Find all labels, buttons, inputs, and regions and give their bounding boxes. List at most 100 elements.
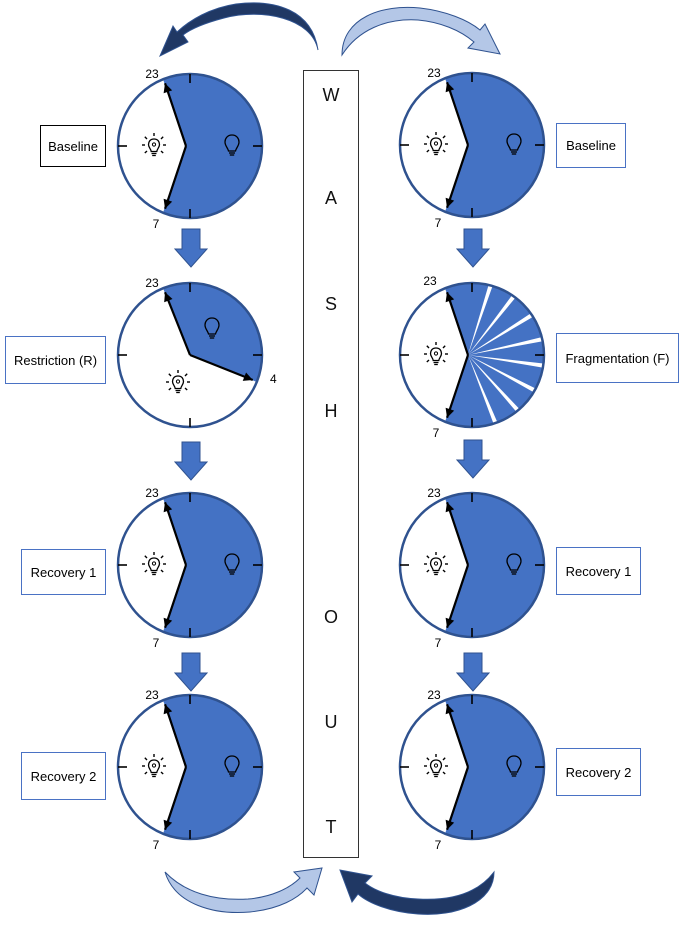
sleep-period xyxy=(445,72,544,217)
label-recovery1-left: Recovery 1 xyxy=(21,549,106,595)
label-recovery2-left: Recovery 2 xyxy=(21,752,106,800)
clock-hand xyxy=(163,501,188,566)
curved-arrow-top-right xyxy=(341,6,501,57)
label-recovery2-right: Recovery 2 xyxy=(556,748,641,796)
hand-arrowhead xyxy=(164,292,173,303)
sleep-period xyxy=(445,493,544,637)
hand-arrowhead xyxy=(445,819,455,830)
sleep-period xyxy=(445,695,544,839)
down-block-arrow xyxy=(173,441,209,481)
clock-label-7: 7 xyxy=(435,216,442,230)
down-block-arrow xyxy=(173,228,209,268)
wake-interruption xyxy=(468,336,545,355)
label-text: Restriction (R) xyxy=(13,352,98,368)
clock-hand xyxy=(445,703,470,768)
clock-normal: 23 7 xyxy=(398,66,546,230)
wake-interruption xyxy=(468,311,536,355)
clock-label-23: 23 xyxy=(427,66,441,80)
hand-arrowhead xyxy=(163,198,173,209)
sleep-period xyxy=(163,74,262,218)
washout-letter: A xyxy=(324,188,337,208)
clock-label-7: 7 xyxy=(153,636,160,650)
clock-normal: 23 7 xyxy=(116,486,264,650)
label-text: Baseline xyxy=(48,138,98,154)
sleep-period xyxy=(445,283,544,427)
clock-normal: 23 7 xyxy=(398,486,546,650)
curved-arrow-bottom-right xyxy=(339,869,495,915)
clock-hand xyxy=(445,564,470,629)
clock-hand xyxy=(445,354,470,419)
clock-hand xyxy=(163,564,188,629)
clock-hand xyxy=(445,501,470,566)
clock-label-4: 4 xyxy=(270,372,277,386)
clock-hand xyxy=(163,82,188,147)
clock-fragmentation: 23 7 xyxy=(398,274,546,440)
clock-normal: 23 7 xyxy=(116,688,264,852)
wake-interruption xyxy=(468,355,538,394)
clock-label-23: 23 xyxy=(145,67,159,81)
clock-label-7: 7 xyxy=(153,838,160,852)
curved-arrow-top-left xyxy=(158,2,319,58)
clock-label-7: 7 xyxy=(435,636,442,650)
washout-bar: W A S H O U T xyxy=(303,70,359,858)
clock-normal: 23 7 xyxy=(398,688,546,852)
down-block-arrow xyxy=(455,228,491,268)
down-block-arrow xyxy=(455,652,491,692)
clock-hand xyxy=(163,766,188,831)
clock-restriction: 23 4 xyxy=(116,276,277,429)
washout-letter: W xyxy=(322,85,340,105)
sleep-period xyxy=(163,493,262,637)
clock-label-23: 23 xyxy=(145,688,159,702)
hand-arrowhead xyxy=(163,502,173,513)
clock-normal: 23 7 xyxy=(116,67,264,231)
wake-interruption xyxy=(468,355,500,429)
wake-interruption xyxy=(468,280,495,355)
washout-letter: S xyxy=(324,294,337,314)
hand-arrowhead xyxy=(445,617,455,628)
label-text: Recovery 1 xyxy=(30,564,97,580)
clock-label-23: 23 xyxy=(145,276,159,290)
label-baseline-right: Baseline xyxy=(556,123,626,168)
clock-label-23: 23 xyxy=(427,486,441,500)
hand-arrowhead xyxy=(445,82,455,93)
clock-hand xyxy=(163,703,188,768)
label-fragmentation: Fragmentation (F) xyxy=(556,333,679,383)
wake-interruption xyxy=(468,292,518,355)
curved-arrow-bottom-left xyxy=(164,867,323,913)
label-text: Fragmentation (F) xyxy=(565,350,670,366)
clock-label-7: 7 xyxy=(153,217,160,231)
hand-arrowhead xyxy=(242,372,253,381)
clock-label-23: 23 xyxy=(423,274,437,288)
down-block-arrow xyxy=(455,439,491,479)
hand-arrowhead xyxy=(163,83,173,94)
clock-label-23: 23 xyxy=(145,486,159,500)
hand-arrowhead xyxy=(163,704,173,715)
wake-interruption xyxy=(468,355,522,415)
clock-hand xyxy=(445,81,470,146)
label-restriction: Restriction (R) xyxy=(5,336,106,384)
label-text: Baseline xyxy=(566,138,616,153)
label-text: Recovery 2 xyxy=(565,764,632,780)
clock-label-7: 7 xyxy=(433,426,440,440)
hand-arrowhead xyxy=(445,407,455,418)
clock-label-7: 7 xyxy=(435,838,442,852)
clock-label-23: 23 xyxy=(427,688,441,702)
down-block-arrow xyxy=(173,652,209,692)
clock-hand xyxy=(445,766,470,831)
hand-arrowhead xyxy=(163,617,173,628)
sleep-period xyxy=(163,695,262,839)
washout-letter: T xyxy=(325,817,337,837)
label-recovery1-right: Recovery 1 xyxy=(556,547,641,595)
washout-letter: U xyxy=(324,712,338,732)
clock-hand xyxy=(445,291,470,356)
hand-arrowhead xyxy=(163,819,173,830)
wake-interruption xyxy=(468,355,546,369)
washout-letter: H xyxy=(324,401,338,421)
hand-arrowhead xyxy=(445,292,455,303)
washout-letter: O xyxy=(323,607,338,627)
clock-hand xyxy=(163,145,188,210)
label-text: Recovery 2 xyxy=(30,768,97,784)
sleep-period xyxy=(163,283,262,382)
